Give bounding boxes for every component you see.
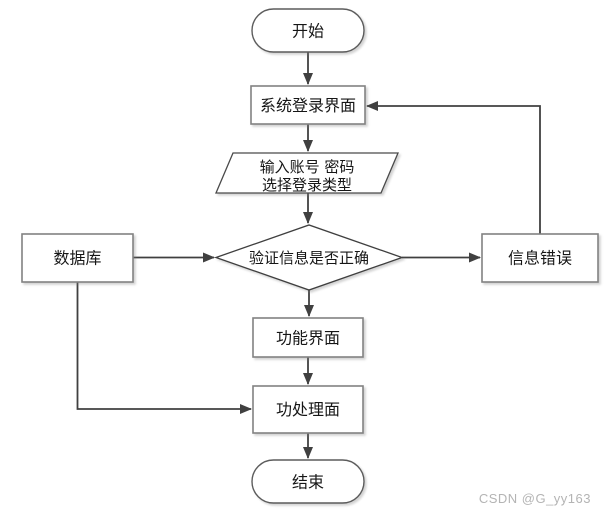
input-credentials-line1: 输入账号 密码 bbox=[260, 158, 355, 176]
verify-decision-shape bbox=[214, 224, 404, 291]
start-label: 开始 bbox=[292, 22, 324, 41]
node-info-error: 信息错误 bbox=[481, 233, 599, 283]
login-screen-shape bbox=[250, 85, 366, 125]
verify-decision-label: 验证信息是否正确 bbox=[249, 249, 369, 267]
login-screen-label: 系统登录界面 bbox=[260, 96, 356, 115]
node-input-credentials: 输入账号 密码 选择登录类型 bbox=[215, 152, 399, 194]
node-login-screen: 系统登录界面 bbox=[250, 85, 366, 125]
start-terminator-shape bbox=[251, 8, 365, 53]
processing-screen-shape bbox=[252, 385, 364, 434]
end-label: 结束 bbox=[292, 473, 324, 492]
edge-database-to-processing bbox=[76, 282, 252, 414]
node-database: 数据库 bbox=[21, 233, 134, 283]
node-start: 开始 bbox=[251, 8, 365, 53]
info-error-label: 信息错误 bbox=[508, 249, 572, 268]
input-credentials-line2: 选择登录类型 bbox=[262, 176, 352, 194]
database-shape bbox=[21, 233, 134, 283]
csdn-watermark: CSDN @G_yy163 bbox=[478, 491, 591, 506]
node-end: 结束 bbox=[251, 459, 365, 504]
end-terminator-shape bbox=[251, 459, 365, 504]
flow-connectors bbox=[76, 52, 541, 459]
info-error-shape bbox=[481, 233, 599, 283]
edge-error-to-login-feedback bbox=[366, 101, 541, 234]
function-screen-shape bbox=[252, 317, 364, 358]
processing-screen-label: 功处理面 bbox=[276, 400, 340, 419]
node-function-screen: 功能界面 bbox=[252, 317, 364, 358]
node-processing-screen: 功处理面 bbox=[252, 385, 364, 434]
database-label: 数据库 bbox=[53, 249, 101, 268]
node-verify-decision: 验证信息是否正确 bbox=[214, 224, 404, 291]
function-screen-label: 功能界面 bbox=[276, 329, 340, 348]
input-credentials-shape bbox=[215, 152, 399, 194]
